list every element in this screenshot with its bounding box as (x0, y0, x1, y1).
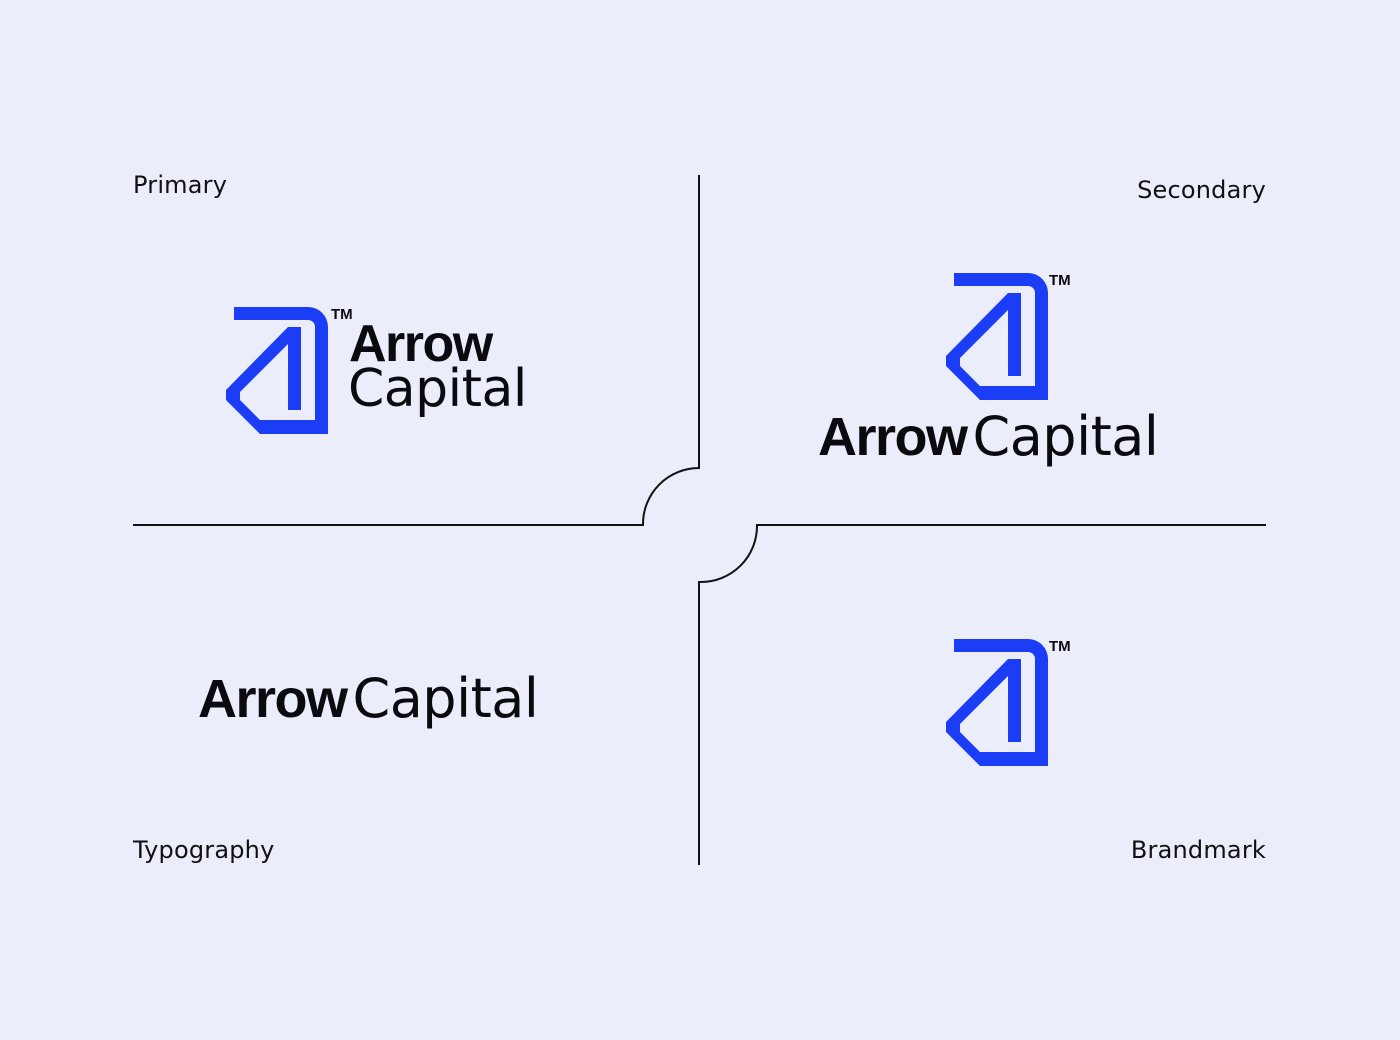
label-typography: Typography (133, 836, 275, 864)
arrow-capital-brandmark-icon (946, 639, 1048, 766)
secondary-wordmark-capital: Capital (972, 405, 1159, 468)
secondary-trademark: TM (1049, 272, 1071, 289)
divider-top-vertical (133, 175, 700, 526)
arrow-capital-brandmark-icon (226, 307, 328, 434)
primary-wordmark-arrow: Arrow (349, 315, 493, 373)
label-brandmark: Brandmark (1130, 836, 1266, 864)
typography-wordmark-arrow: Arrow (198, 669, 348, 729)
typography-wordmark-capital: Capital (352, 667, 539, 730)
primary-wordmark-capital: Capital (348, 359, 527, 419)
label-primary: Primary (133, 171, 228, 199)
primary-trademark: TM (331, 306, 353, 323)
secondary-wordmark-arrow: Arrow (818, 407, 968, 467)
arrow-capital-brandmark-icon (946, 273, 1048, 400)
divider-bottom-vertical (698, 524, 1266, 865)
brandmark-trademark: TM (1049, 638, 1071, 655)
label-secondary: Secondary (1137, 176, 1266, 204)
